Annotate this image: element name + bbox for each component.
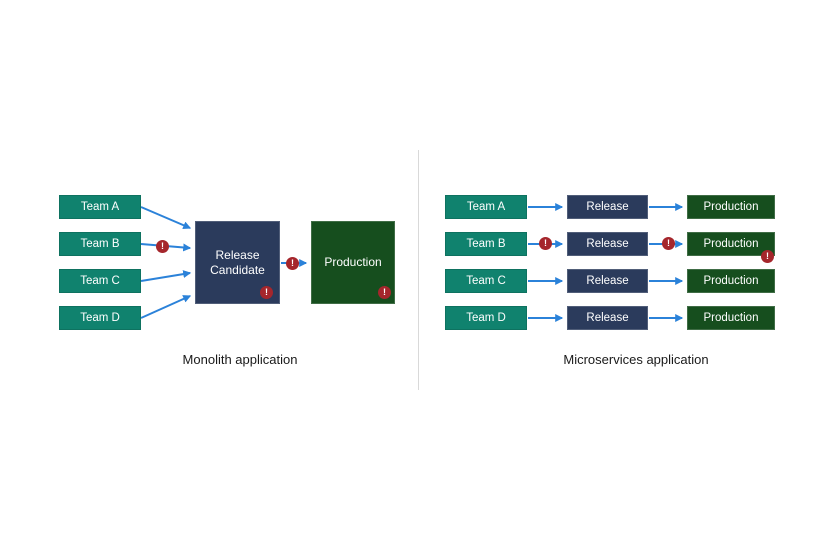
ms-release-a-label: Release (586, 201, 629, 213)
ms-team-b-box: Team B (445, 232, 527, 256)
ms-release-b-box: Release (567, 232, 648, 256)
arrow-team-c-to-release-candidate (140, 270, 192, 282)
ms-team-b-label: Team B (466, 238, 506, 250)
ms-release-d-label: Release (586, 312, 629, 324)
monolith-team-c-label: Team C (80, 275, 120, 287)
ms-production-a-box: Production (687, 195, 775, 219)
divider-line (418, 150, 419, 390)
monolith-team-c-box: Team C (59, 269, 141, 293)
release-candidate-box: Release Candidate (195, 221, 280, 304)
monolith-production-label: Production (324, 255, 382, 269)
ms-production-b-box: Production (687, 232, 775, 256)
monolith-team-d-label: Team D (80, 312, 120, 324)
monolith-team-b-label: Team B (80, 238, 120, 250)
release-candidate-label: Release Candidate (210, 247, 265, 277)
ms-production-c-box: Production (687, 269, 775, 293)
ms-team-a-box: Team A (445, 195, 527, 219)
ms-production-b-label: Production (703, 238, 759, 250)
error-badge-team-b-arrow: ! (156, 240, 169, 253)
error-badge-ms-team-b-arrow: ! (539, 237, 552, 250)
error-badge-monolith-production-box: ! (378, 286, 391, 299)
ms-production-d-box: Production (687, 306, 775, 330)
error-badge-rc-to-production-arrow: ! (286, 257, 299, 270)
arrow-team-a-to-release-candidate (140, 206, 192, 229)
ms-release-c-label: Release (586, 275, 629, 287)
ms-team-d-box: Team D (445, 306, 527, 330)
ms-production-c-label: Production (703, 275, 759, 287)
ms-release-c-box: Release (567, 269, 648, 293)
monolith-team-a-label: Team A (80, 201, 120, 213)
ms-release-d-box: Release (567, 306, 648, 330)
monolith-team-d-box: Team D (59, 306, 141, 330)
ms-team-d-label: Team D (466, 312, 506, 324)
error-badge-release-candidate-box: ! (260, 286, 273, 299)
ms-production-a-label: Production (703, 201, 759, 213)
ms-team-a-label: Team A (466, 201, 506, 213)
ms-production-d-label: Production (703, 312, 759, 324)
ms-release-b-label: Release (586, 238, 629, 250)
ms-release-a-box: Release (567, 195, 648, 219)
ms-team-c-label: Team C (466, 275, 506, 287)
microservices-caption: Microservices application (563, 352, 709, 367)
monolith-caption: Monolith application (182, 352, 298, 367)
monolith-team-b-box: Team B (59, 232, 141, 256)
monolith-team-a-box: Team A (59, 195, 141, 219)
arrow-team-d-to-release-candidate (140, 295, 192, 319)
error-badge-ms-release-b-arrow: ! (662, 237, 675, 250)
error-badge-ms-production-b-box: ! (761, 250, 774, 263)
ms-team-c-box: Team C (445, 269, 527, 293)
